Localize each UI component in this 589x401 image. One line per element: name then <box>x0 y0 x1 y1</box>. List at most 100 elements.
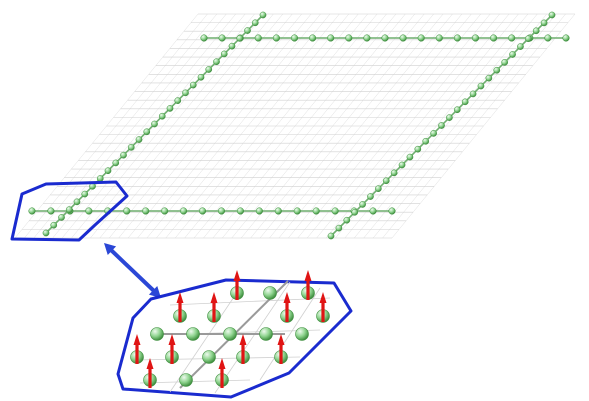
spin-arrow <box>285 302 289 322</box>
grid-line <box>203 13 387 239</box>
arrow-shaft <box>109 248 156 293</box>
grid-line <box>259 287 321 381</box>
spin-arrow <box>306 280 310 300</box>
grid-line <box>212 13 397 239</box>
atom <box>259 327 273 341</box>
atom <box>438 122 445 129</box>
atom <box>218 34 226 42</box>
atom <box>471 34 480 42</box>
grid-line <box>259 13 444 239</box>
atom <box>501 59 508 66</box>
grid-line <box>306 13 491 239</box>
grid-line <box>14 13 199 239</box>
atom <box>28 207 36 215</box>
grid-line <box>222 13 406 239</box>
atom <box>85 207 93 215</box>
atom <box>509 51 516 58</box>
atom <box>331 207 339 215</box>
grid-line <box>24 13 208 239</box>
atom <box>290 34 299 42</box>
grid-line <box>99 13 284 239</box>
atom <box>182 89 189 97</box>
atom <box>205 66 213 73</box>
spin-arrow <box>220 368 224 388</box>
atom <box>263 286 277 300</box>
atom <box>327 34 335 42</box>
atom <box>180 207 188 215</box>
grid-line <box>156 13 340 239</box>
atom <box>369 207 377 215</box>
grid-line <box>43 13 227 239</box>
atom <box>142 207 150 215</box>
spin-arrowhead <box>304 270 312 281</box>
atom <box>213 58 220 66</box>
atom <box>166 105 174 112</box>
atom <box>120 151 127 159</box>
atom <box>244 27 251 34</box>
atom <box>200 34 208 42</box>
grid-line <box>354 13 538 239</box>
grid-line <box>391 13 576 239</box>
atom <box>202 350 216 364</box>
atom <box>251 19 259 27</box>
grid-line <box>214 281 291 394</box>
arrowhead <box>148 286 161 298</box>
atom <box>446 114 453 121</box>
atom <box>422 137 430 145</box>
atom <box>417 34 425 42</box>
atom <box>343 216 351 224</box>
atom <box>430 130 437 137</box>
grid-line <box>80 13 265 239</box>
atom <box>406 153 414 161</box>
atom <box>161 207 169 215</box>
spin-arrow <box>178 302 182 322</box>
atom <box>540 19 548 27</box>
spin-arrow <box>212 302 216 322</box>
atom <box>198 207 207 215</box>
atom <box>58 214 65 221</box>
atom <box>367 193 374 200</box>
atom <box>548 11 556 19</box>
spin-arrowhead <box>210 292 218 303</box>
atom <box>485 74 493 82</box>
atom <box>375 185 382 192</box>
atom <box>150 327 164 341</box>
atom <box>259 11 267 19</box>
atom <box>42 229 50 237</box>
atom <box>477 82 485 90</box>
spin-arrow <box>321 302 325 322</box>
atom <box>490 34 498 42</box>
magnified-hexagon-with-spins <box>116 270 353 399</box>
grid-line <box>175 13 359 239</box>
atom-chains <box>28 11 570 240</box>
spin-arrow <box>170 344 174 364</box>
atom <box>508 34 516 42</box>
grid-line <box>184 13 368 239</box>
grid-line <box>52 13 236 239</box>
grid-line <box>241 13 425 239</box>
spin-arrowhead <box>283 292 291 303</box>
spin-arrowhead <box>168 334 176 345</box>
atom <box>236 207 244 215</box>
atom <box>179 373 193 387</box>
atom <box>327 232 335 240</box>
spin-arrow <box>135 344 139 364</box>
grid-line <box>169 297 331 306</box>
atom <box>96 175 104 182</box>
grid-line <box>118 13 302 239</box>
grid-line <box>33 13 218 239</box>
atom <box>335 224 343 232</box>
atom <box>381 34 389 42</box>
atom <box>189 81 197 89</box>
grid-line <box>137 13 321 239</box>
grid-line <box>316 13 500 239</box>
atom <box>312 207 320 215</box>
atom <box>174 97 182 104</box>
atom <box>517 43 524 50</box>
atom <box>388 207 396 215</box>
grid-line <box>288 13 472 239</box>
atom <box>390 169 398 177</box>
atom <box>73 198 81 206</box>
spin-arrow <box>241 344 245 364</box>
